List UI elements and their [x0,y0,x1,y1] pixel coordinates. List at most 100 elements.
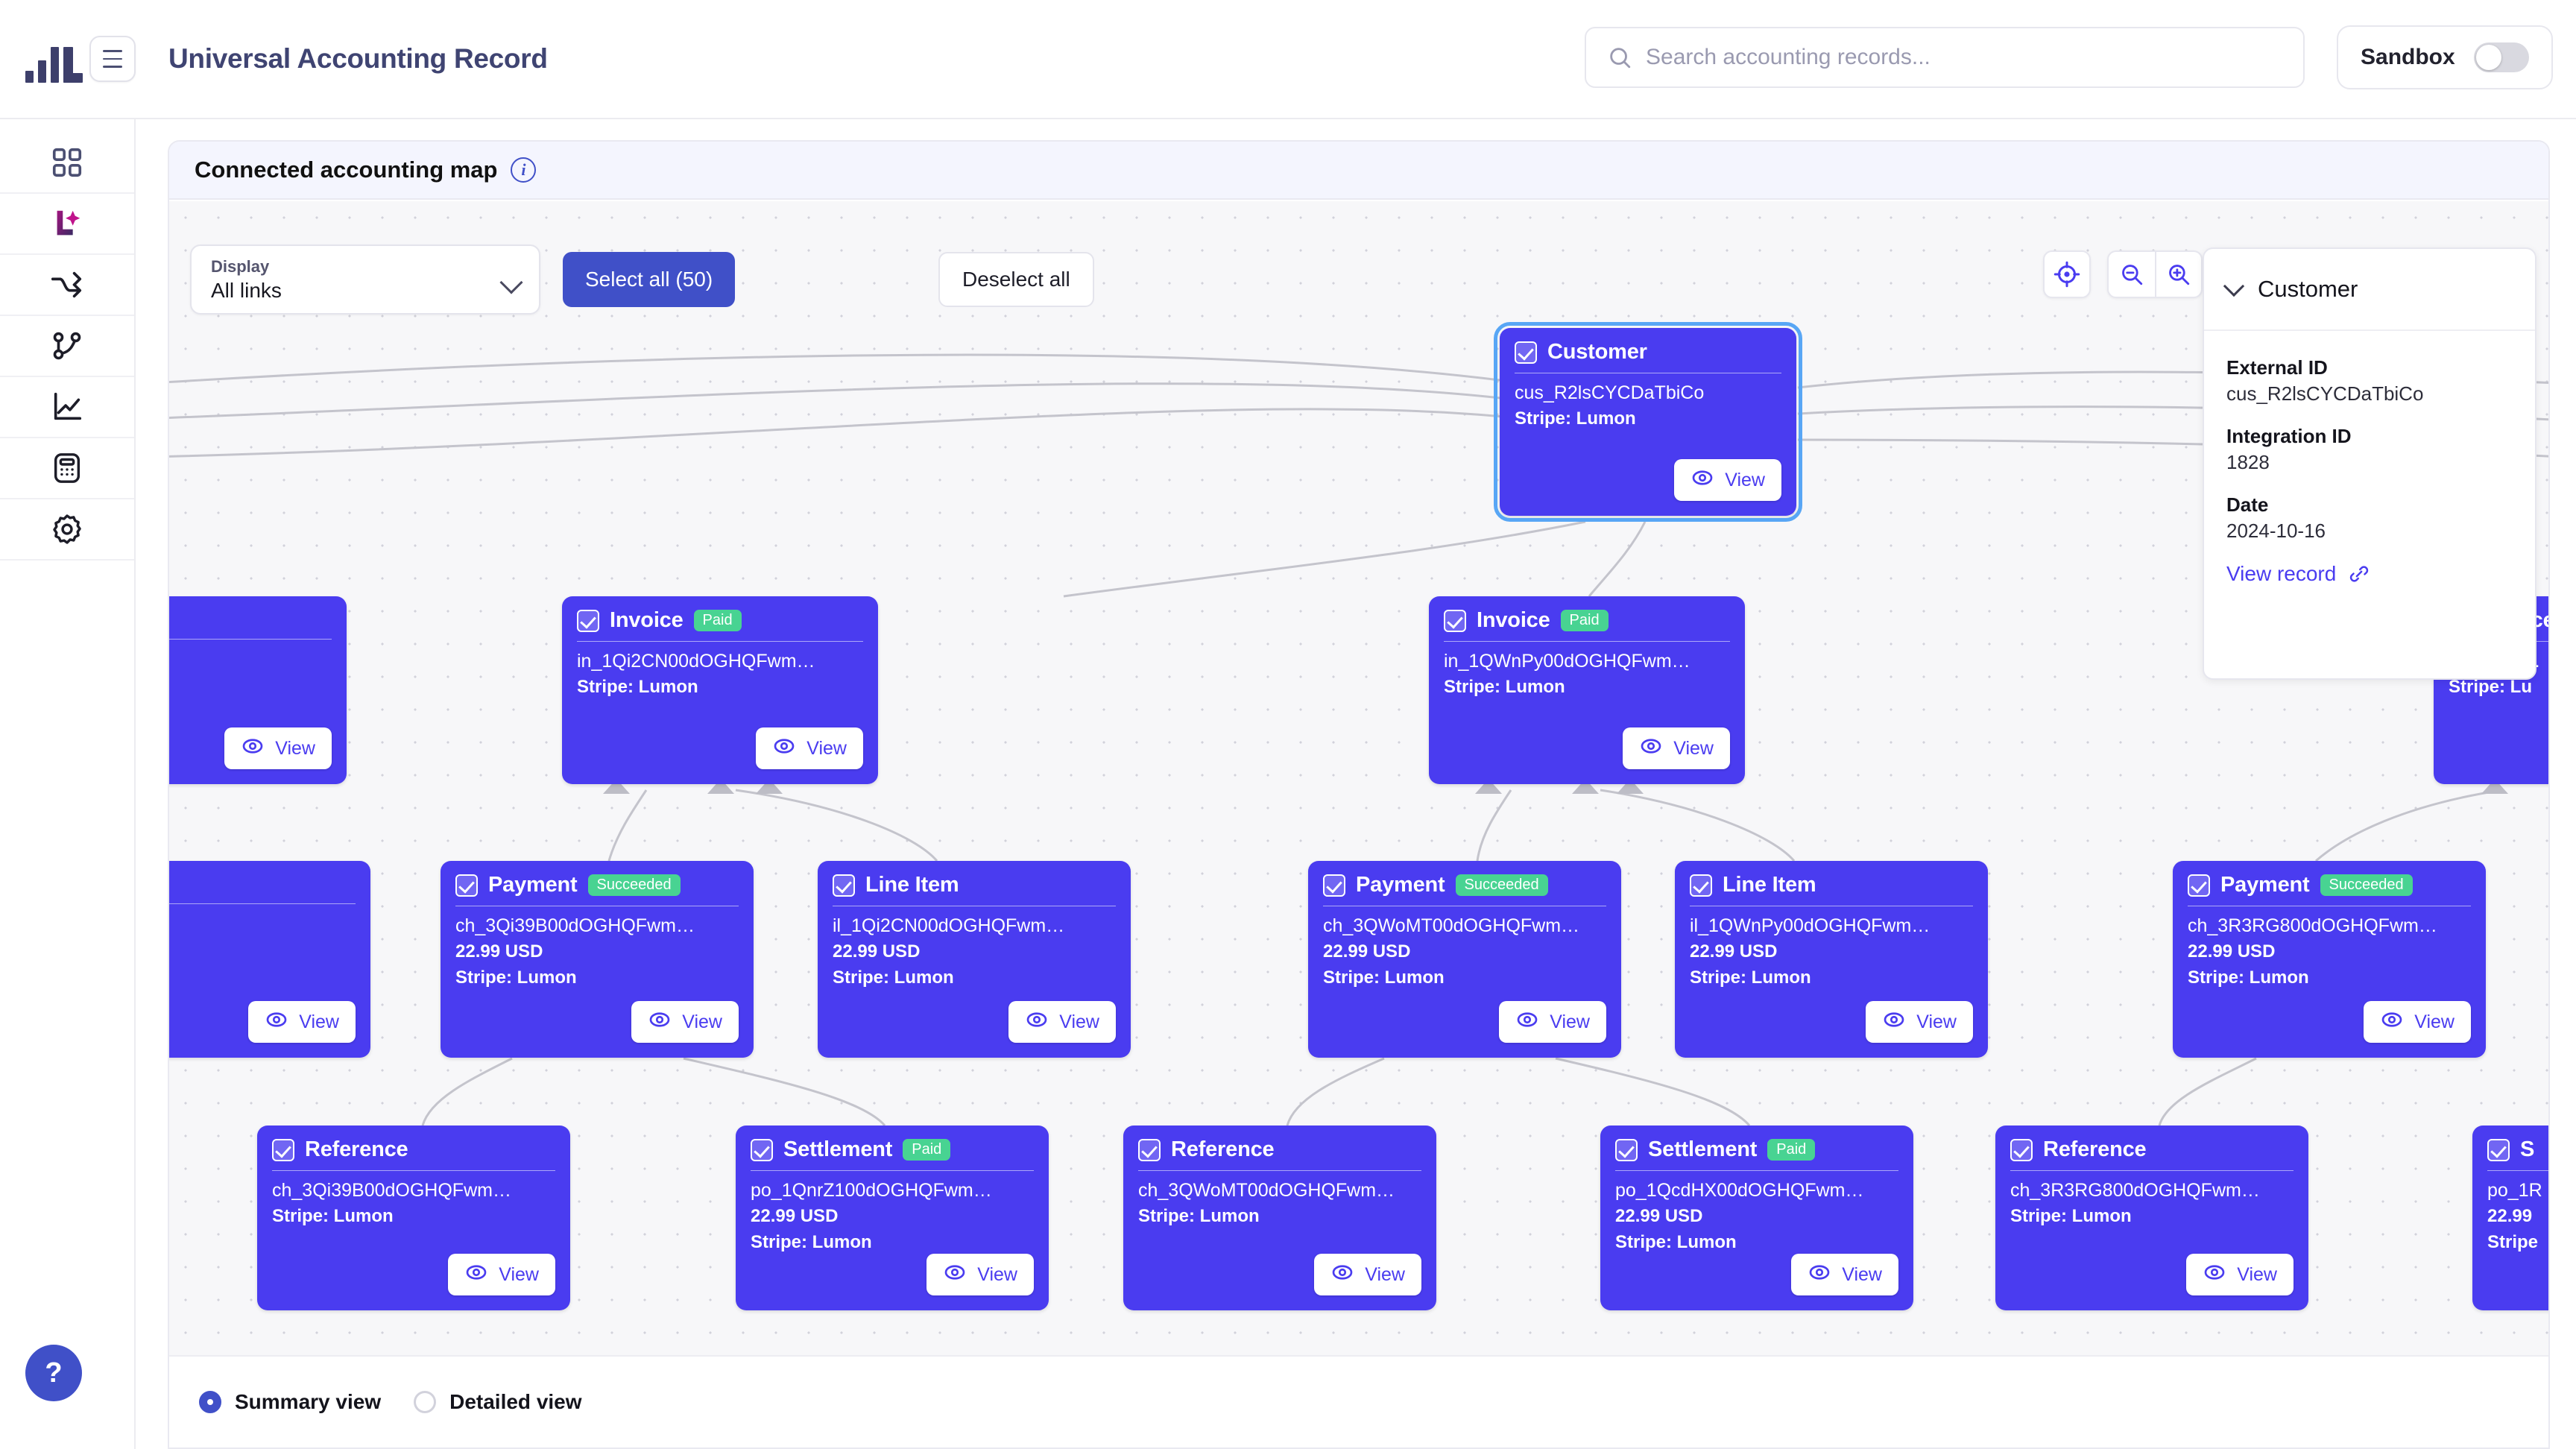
node-view-button[interactable]: View [1674,459,1781,501]
node-source: Stripe: Lumon [272,1205,394,1226]
sandbox-label: Sandbox [2361,45,2455,69]
radio-indicator[interactable] [414,1391,437,1413]
graph-node-[interactable]: View [169,596,347,784]
graph-canvas[interactable]: Display All links Select all (50) Desele… [169,201,2548,1357]
node-checkbox[interactable] [2010,1138,2033,1161]
node-divider [272,1170,555,1171]
node-checkbox[interactable] [1515,341,1537,364]
info-icon[interactable]: i [511,157,537,183]
node-checkbox[interactable] [1690,874,1712,897]
eye-icon [1690,466,1714,495]
view-record-link[interactable]: View record [2226,562,2513,586]
zoom-out-button[interactable] [2109,252,2155,297]
node-type-label: Settlement [783,1137,893,1161]
sidebar-item-transfers[interactable] [0,255,134,316]
node-source: Stripe: Lumon [1323,967,1445,988]
display-select[interactable]: Display All links [190,244,540,315]
node-view-button[interactable]: View [1499,1001,1606,1043]
node-view-button[interactable]: View [2186,1254,2294,1295]
node-type-label: Settlement [1648,1137,1758,1161]
node-view-button[interactable]: View [1008,1001,1116,1043]
node-checkbox[interactable] [455,874,478,897]
node-view-label: View [682,1011,722,1032]
node-view-button[interactable]: View [448,1254,555,1295]
node-view-button[interactable]: View [926,1254,1034,1295]
node-checkbox[interactable] [1444,609,1466,632]
node-checkbox[interactable] [1138,1138,1161,1161]
node-view-button[interactable]: View [248,1001,356,1043]
node-reference-id: wm… [169,912,356,937]
sidebar-item-settings[interactable] [0,499,134,561]
connected-map-panel: Connected accounting map i [168,140,2550,1449]
sidebar-item-calculator[interactable] [0,438,134,499]
search-input[interactable] [1646,45,2282,70]
node-checkbox[interactable] [1615,1138,1638,1161]
node-divider [2010,1170,2294,1171]
zoom-in-button[interactable] [2155,252,2201,297]
help-button[interactable]: ? [25,1345,82,1401]
node-divider [751,1170,1034,1171]
node-checkbox[interactable] [1323,874,1345,897]
display-select-value: All links [211,278,282,302]
gear-icon [53,514,81,544]
record-detail-header[interactable]: Customer [2204,249,2535,331]
node-divider [169,639,332,640]
node-checkbox[interactable] [2188,874,2210,897]
radio-label: Summary view [235,1390,382,1413]
sidebar-item-connections[interactable] [0,316,134,377]
node-checkbox[interactable] [272,1138,294,1161]
hamburger-icon[interactable] [89,36,136,82]
status-badge: Succeeded [587,874,681,896]
node-checkbox[interactable] [751,1138,773,1161]
node-type-label: Payment [488,873,578,897]
node-view-label: View [1365,1263,1405,1285]
deselect-all-button[interactable]: Deselect all [938,252,1094,307]
eye-icon [2380,1008,2404,1037]
node-view-button[interactable]: View [1866,1001,1973,1043]
node-view-button[interactable]: View [756,727,863,769]
node-view-button[interactable]: View [1791,1254,1898,1295]
node-checkbox[interactable] [2487,1138,2510,1161]
search-bar[interactable] [1585,27,2305,88]
recenter-button[interactable] [2043,250,2091,298]
radio-summary-view[interactable]: Summary view [199,1390,381,1414]
chevron-down-icon[interactable] [2223,275,2245,297]
zoom-out-icon [2122,265,2143,285]
node-divider [1138,1170,1421,1171]
node-amount: 22.99 USD [1690,941,1778,962]
node-view-button[interactable]: View [1314,1254,1421,1295]
eye-icon [772,734,796,763]
field-label: Integration ID [2226,425,2352,447]
l-sparkle-icon [57,210,80,236]
node-view-button[interactable]: View [224,727,332,769]
node-view-button[interactable]: View [631,1001,739,1043]
sandbox-switch[interactable] [2474,42,2529,72]
radio-detailed-view[interactable]: Detailed view [414,1390,582,1414]
node-source: Stripe [2487,1231,2539,1252]
node-checkbox[interactable] [577,609,599,632]
select-all-button[interactable]: Select all (50) [563,252,736,307]
sidebar-item-brand[interactable] [0,194,134,255]
node-view-button[interactable]: View [2364,1001,2471,1043]
radio-indicator[interactable] [199,1391,221,1413]
sidebar-item-dashboard[interactable] [0,133,134,194]
node-view-button[interactable]: View [1623,727,1730,769]
sidebar-item-analytics[interactable] [0,377,134,438]
sandbox-toggle[interactable]: Sandbox [2337,25,2553,89]
graph-node-[interactable]: wm… View [169,861,370,1058]
node-checkbox[interactable] [833,874,855,897]
